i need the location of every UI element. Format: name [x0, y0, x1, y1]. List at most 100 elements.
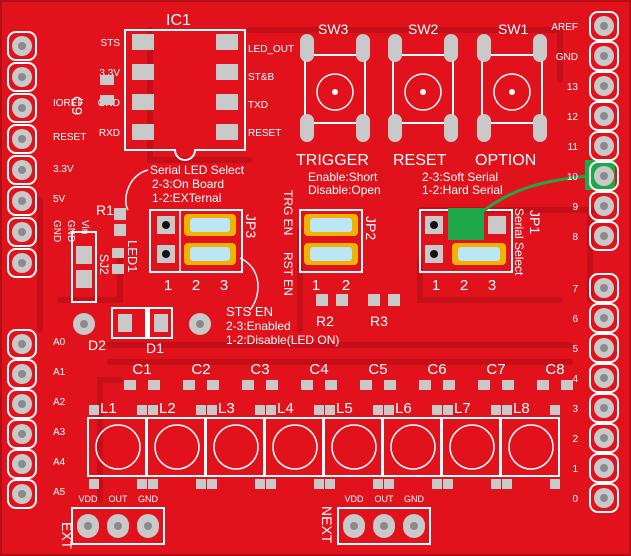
jp2-pin-label: 1: [312, 277, 320, 294]
analog-pin-hole: [18, 430, 26, 438]
ic1-left-pad: [132, 34, 154, 50]
left-header-label: 5V: [53, 194, 66, 205]
soft-serial-label: 2-3:Soft Serial: [422, 170, 498, 184]
enable-short-label: Enable:Short: [308, 170, 378, 184]
option-label: OPTION: [475, 152, 536, 169]
capacitor-pad: [537, 380, 549, 390]
left-header-label: 3.3V: [53, 164, 74, 175]
next-connector-hole: [380, 522, 388, 530]
digital-pin-label: 7: [572, 284, 578, 295]
left-header-pin-outline: [7, 62, 37, 92]
capacitor-label: C8: [545, 361, 564, 378]
disable-open-label: Disable:Open: [308, 183, 381, 197]
digital-pin-outline: [589, 333, 619, 363]
digital-pin-outline: [589, 161, 619, 191]
c9-pad-bottom: [100, 95, 114, 105]
left-header-pin-hole: [18, 259, 26, 267]
digital-pin-outline: [589, 191, 619, 221]
left-header-pin-hole: [18, 135, 26, 143]
left-header-label: RESET: [53, 132, 86, 143]
digital-pin-label: 1: [572, 464, 578, 475]
capacitor-pad: [502, 380, 514, 390]
analog-pin-outline: [7, 419, 37, 449]
capacitor-pad: [183, 380, 195, 390]
capacitor-pad: [561, 380, 573, 390]
digital-pin-label: GND: [556, 52, 578, 63]
trigger-label: TRIGGER: [296, 152, 369, 169]
ic1-right-pad: [216, 124, 238, 140]
digital-pin-outline: [589, 273, 619, 303]
ext-connector-hole: [144, 522, 152, 530]
jp1-pin-label: 2: [460, 277, 468, 294]
digital-pin-hole: [600, 202, 608, 210]
led1-label: LED1: [125, 240, 140, 273]
r2-label: R2: [316, 313, 334, 329]
jp2-jumper: [299, 209, 363, 273]
digital-pin-hole: [600, 404, 608, 412]
next-connector-pin-label: GND: [404, 494, 425, 504]
trg-en-label: TRG EN: [281, 190, 295, 235]
d1-tp-hole: [196, 320, 204, 328]
left-header-vertical-label: GND: [51, 220, 62, 242]
analog-pin-label: A5: [53, 487, 66, 498]
rgb-led: [500, 405, 560, 489]
capacitor-pad: [124, 380, 136, 390]
digital-pin-hole: [600, 494, 608, 502]
analog-pin-label: A4: [53, 457, 66, 468]
r3-pad-a: [368, 294, 380, 306]
capacitor-pad: [242, 380, 254, 390]
analog-pin-hole: [18, 490, 26, 498]
d1-pad-a: [118, 314, 132, 332]
d2-hole: [80, 320, 88, 328]
led-label: L8: [513, 400, 530, 417]
left-header-pin-outline: [7, 124, 37, 154]
external-label: 1-2:EXTernal: [152, 191, 221, 205]
d1-band: [145, 308, 150, 338]
sts-enabled-label: 2-3:Enabled: [226, 319, 291, 333]
left-header-pin-outline: [7, 186, 37, 216]
serial-select-label: Serial Select: [512, 208, 526, 276]
jp1-pin-label: 3: [488, 277, 496, 294]
digital-pin-label: 12: [567, 112, 579, 123]
capacitor-pad: [360, 380, 372, 390]
capacitor-pad: [419, 380, 431, 390]
hard-serial-label: 1-2:Hard Serial: [422, 183, 503, 197]
digital-pin-label: 0: [572, 494, 578, 505]
left-header-pin-hole: [18, 73, 26, 81]
r1-pad-a: [114, 208, 126, 220]
sts-en-label: STS EN: [226, 304, 273, 319]
digital-pin-outline: [589, 101, 619, 131]
tactile-switch: [388, 34, 458, 142]
led1-pad-b: [112, 264, 124, 274]
digital-pin-label: 9: [572, 202, 578, 213]
capacitor-label: C1: [132, 361, 151, 378]
d1-outline: [111, 307, 173, 339]
led-label: L4: [277, 400, 294, 417]
capacitor-label: C2: [191, 361, 210, 378]
next-connector-outline: [337, 507, 431, 545]
digital-pin-outline: [589, 41, 619, 71]
capacitor-pad: [301, 380, 313, 390]
ext-label: EXT: [59, 522, 75, 550]
left-header-pin-hole: [18, 42, 26, 50]
digital-pin-hole: [600, 52, 608, 60]
analog-pin-outline: [7, 479, 37, 509]
sj2-outline: [71, 231, 97, 303]
jp1-jumper: [419, 208, 513, 273]
jp3-jumper: [149, 209, 243, 273]
ext-connector-pin-label: OUT: [109, 494, 129, 504]
left-header-pin-outline: [7, 248, 37, 278]
left-header-pin-hole: [18, 228, 26, 236]
ic1-right-pad: [216, 34, 238, 50]
left-header-label: IOREF: [53, 98, 84, 109]
analog-pin-label: A2: [53, 397, 66, 408]
digital-pin-label: 13: [567, 82, 579, 93]
d1-label: D1: [146, 340, 164, 356]
ext-connector-hole: [114, 522, 122, 530]
ic1-left-pin-label: RXD: [99, 128, 120, 139]
capacitor-label: C3: [250, 361, 269, 378]
digital-pin-label: 4: [572, 374, 578, 385]
jp2-label: JP2: [363, 216, 379, 240]
